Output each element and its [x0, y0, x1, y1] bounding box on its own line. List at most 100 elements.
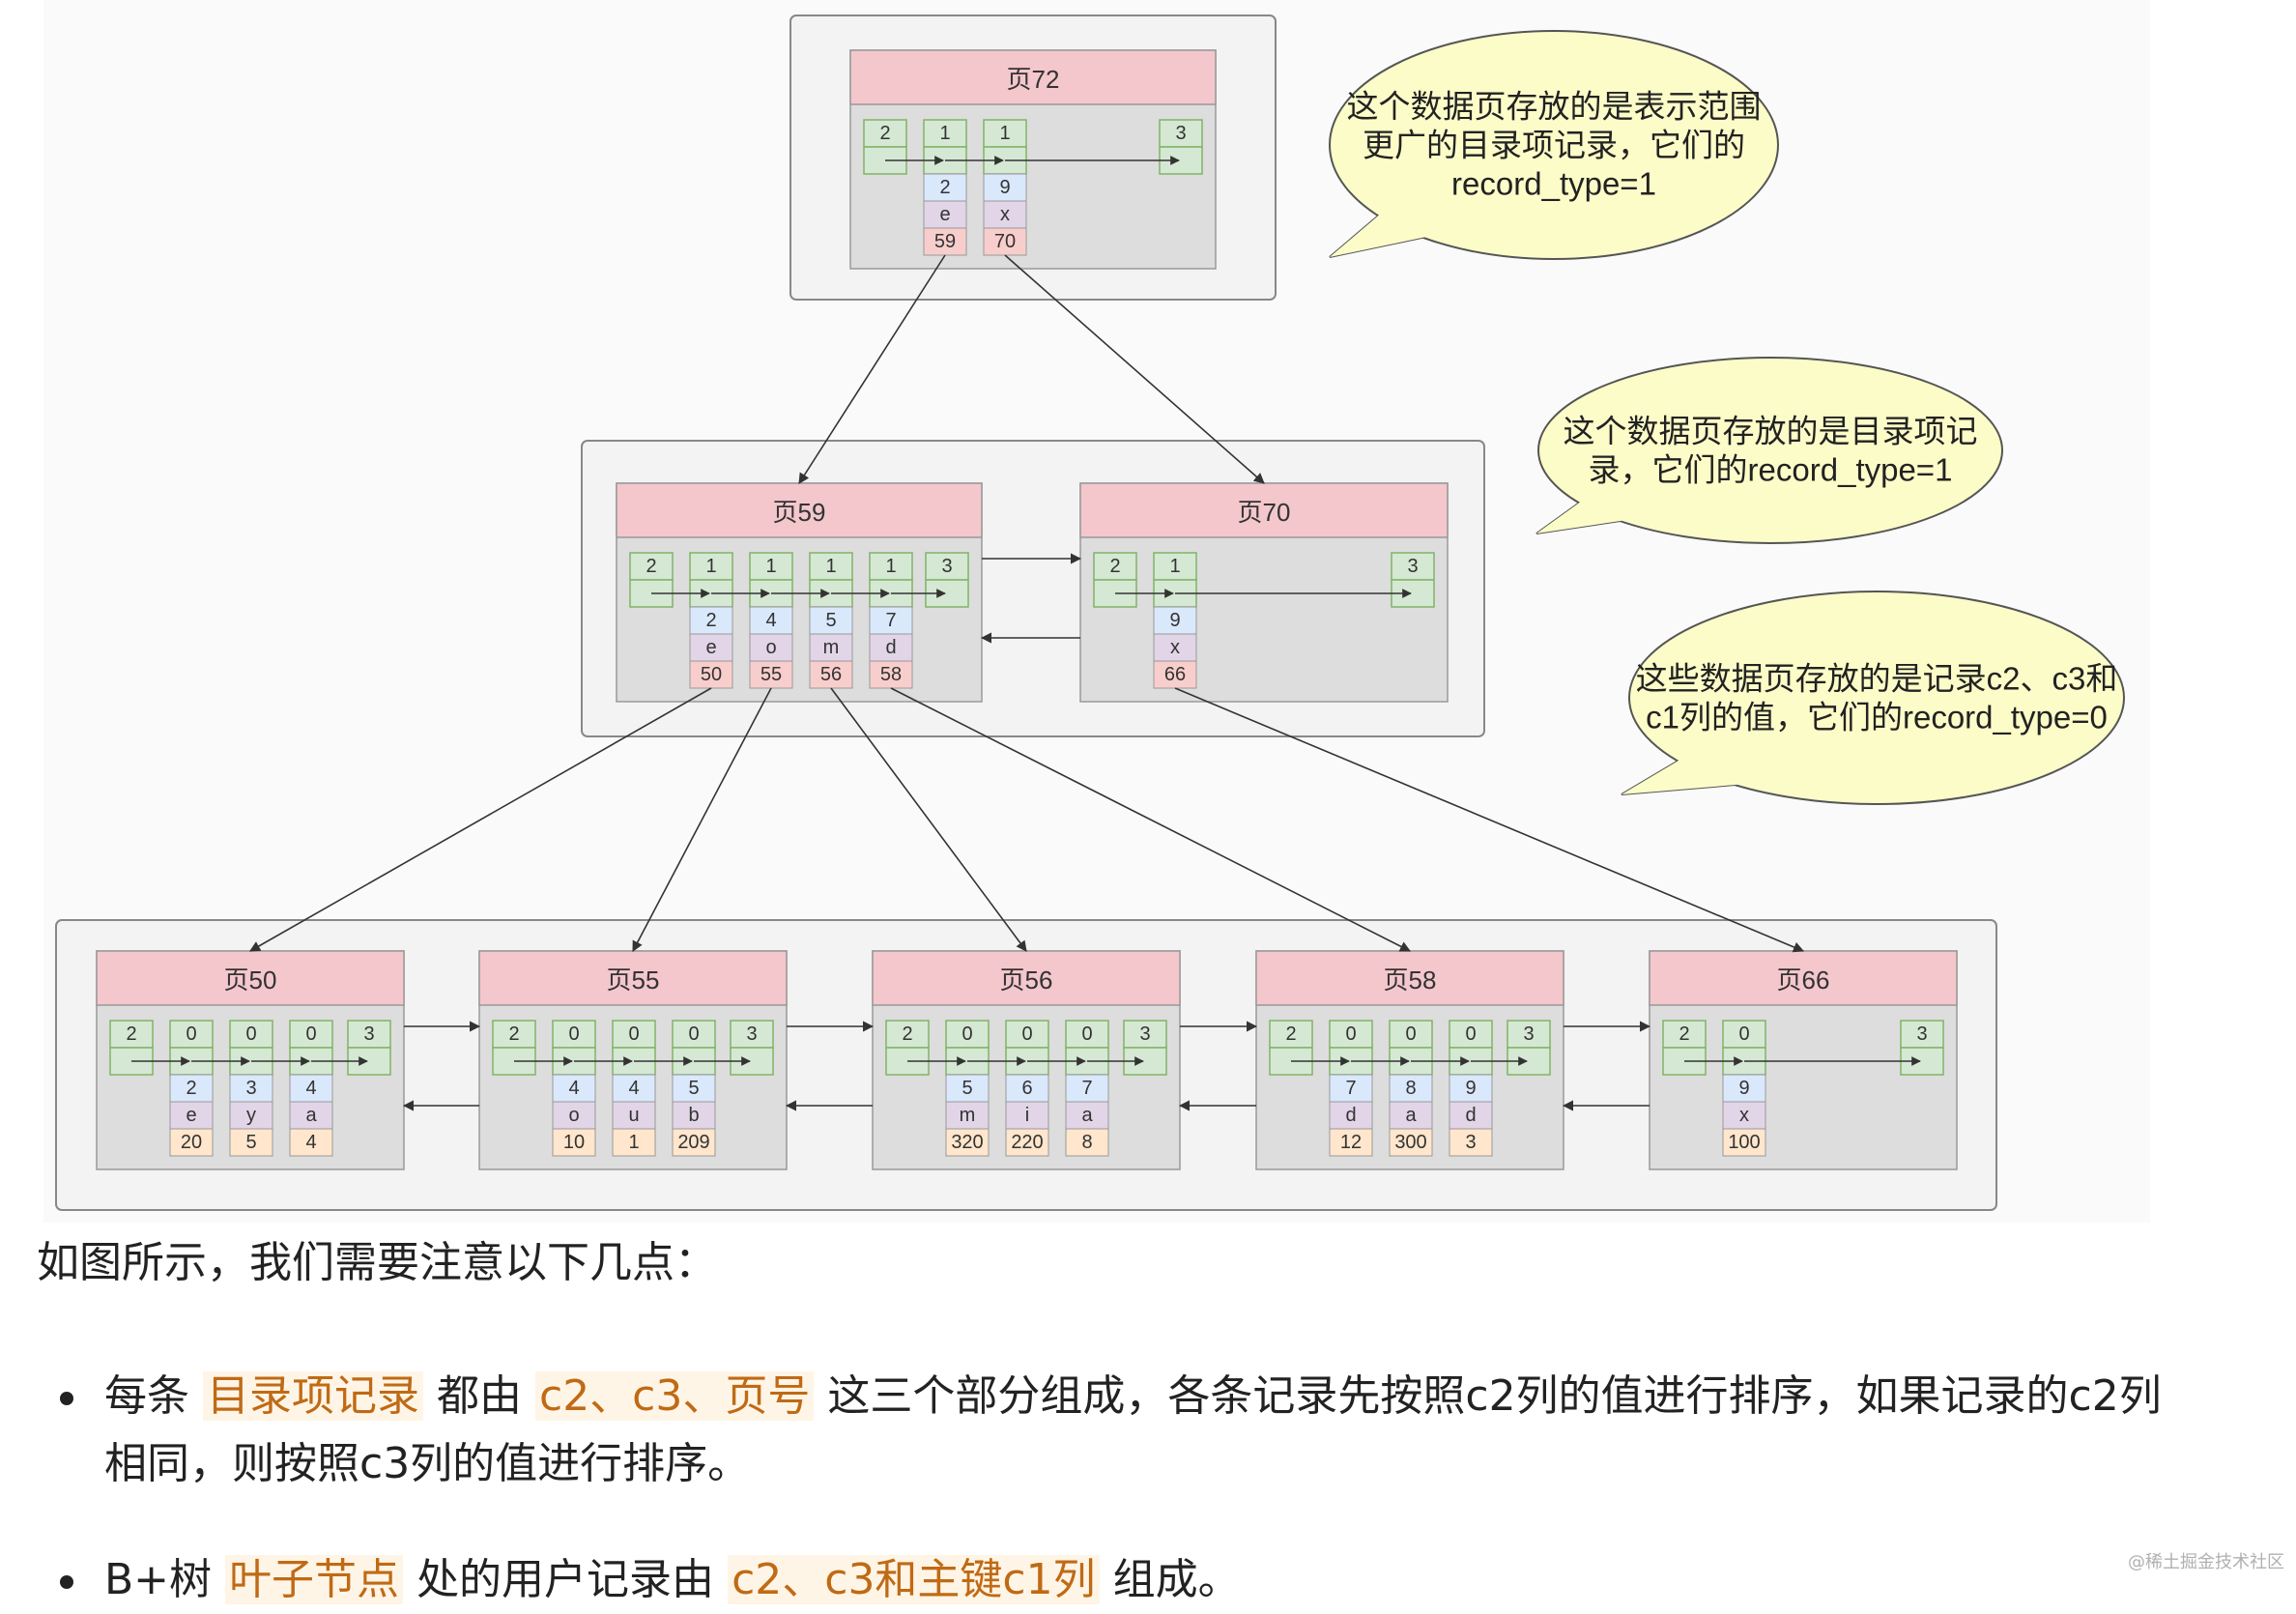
- c1-cell-label: 20: [181, 1132, 202, 1153]
- infimum-record-label: 2: [1109, 556, 1120, 577]
- c2-cell-label: 7: [1081, 1078, 1092, 1099]
- c2-cell-label: 6: [1021, 1078, 1032, 1099]
- page-title: 页56: [1000, 966, 1053, 994]
- c1-cell-label: 100: [1728, 1132, 1760, 1153]
- c1-cell-label: 1: [628, 1132, 639, 1153]
- c1-cell: [945, 1128, 990, 1157]
- infimum-record-label: 2: [126, 1023, 136, 1045]
- page-number-cell-label: 59: [934, 231, 956, 252]
- c1-cell-label: 320: [951, 1132, 983, 1153]
- c3-cell: [1329, 1101, 1373, 1130]
- infimum-record-label: 2: [646, 556, 656, 577]
- callout-text: 更广的目录项记录，它们的: [1363, 128, 1745, 163]
- page-number-cell: [809, 660, 853, 689]
- c3-cell: [1153, 633, 1197, 662]
- callout-text: record_type=1: [1451, 166, 1656, 202]
- supremum-record-label: 3: [1523, 1023, 1534, 1045]
- callout-fill: [1631, 593, 2122, 802]
- c3-cell-label: a: [1081, 1105, 1093, 1126]
- callout-tail-fill: [1536, 499, 1652, 533]
- supremum-record-label: 3: [941, 556, 952, 577]
- callout-text: c1列的值，它们的record_type=0: [1646, 700, 2108, 735]
- record-type-cell-label: 1: [765, 556, 776, 577]
- page-title-bar: [616, 482, 983, 538]
- c1-cell: [229, 1128, 273, 1157]
- bullet-dot: [60, 1575, 73, 1589]
- page-title-bar: [849, 49, 1217, 105]
- supremum-record: [347, 1020, 391, 1049]
- c3-cell-label: m: [960, 1105, 976, 1126]
- record-type-cell: [1065, 1020, 1109, 1049]
- infimum-record-label: 2: [1679, 1023, 1689, 1045]
- c1-cell-label: 4: [305, 1132, 316, 1153]
- c3-cell-label: x: [1000, 204, 1010, 225]
- c1-cell-label: 8: [1081, 1132, 1092, 1153]
- c2-cell-label: 7: [1345, 1078, 1356, 1099]
- c3-cell-label: d: [1465, 1105, 1476, 1126]
- record-type-cell-label: 0: [1465, 1023, 1476, 1045]
- c3-cell-label: o: [568, 1105, 579, 1126]
- record-type-cell: [1329, 1020, 1373, 1049]
- c2-cell-label: 9: [1169, 610, 1180, 631]
- c1-cell: [1449, 1128, 1493, 1157]
- supremum-record: [1391, 552, 1435, 581]
- c1-cell-label: 10: [563, 1132, 585, 1153]
- child-page-arrow: [798, 254, 946, 484]
- highlight-term: 叶子节点: [225, 1555, 404, 1604]
- infimum-record: [885, 1020, 930, 1049]
- c3-cell: [169, 1101, 214, 1130]
- c2-cell-label: 5: [825, 610, 836, 631]
- c3-cell: [945, 1101, 990, 1130]
- c2-cell: [689, 606, 733, 635]
- page-title: 页59: [773, 498, 826, 527]
- c1-cell-label: 300: [1394, 1132, 1426, 1153]
- page-number-cell-label: 56: [820, 664, 842, 685]
- record-type-cell: [229, 1020, 273, 1049]
- c3-cell-label: d: [885, 637, 896, 658]
- supremum-record-label: 3: [363, 1023, 374, 1045]
- callout-fill: [1540, 360, 2000, 541]
- page-number-cell-label: 70: [994, 231, 1016, 252]
- c2-cell-label: 2: [939, 177, 950, 198]
- c3-cell: [1065, 1101, 1109, 1130]
- infimum-record: [492, 1020, 536, 1049]
- child-page-arrow: [830, 687, 1027, 952]
- c2-cell-label: 8: [1405, 1078, 1416, 1099]
- supremum-record: [730, 1020, 774, 1049]
- record-type-cell-label: 0: [1021, 1023, 1032, 1045]
- infimum-record-label: 2: [879, 123, 890, 144]
- c3-cell-label: m: [823, 637, 840, 658]
- c3-cell-label: x: [1739, 1105, 1749, 1126]
- c1-cell: [672, 1128, 716, 1157]
- child-page-arrow: [890, 687, 1411, 952]
- record-type-cell-label: 0: [245, 1023, 256, 1045]
- c2-cell: [749, 606, 793, 635]
- child-page-arrow: [249, 687, 712, 952]
- bullet-text: B+树 叶子节点 处的用户记录由 c2、c3和主键c1列 组成。: [104, 1555, 1241, 1604]
- child-page-arrow: [1174, 687, 1805, 953]
- c3-cell: [1449, 1101, 1493, 1130]
- infimum-record: [1662, 1020, 1707, 1049]
- page-number-cell-label: 55: [761, 664, 782, 685]
- page-title: 页58: [1384, 966, 1437, 994]
- page-title: 页66: [1777, 966, 1830, 994]
- c2-cell: [229, 1074, 273, 1103]
- supremum-record-label: 3: [1916, 1023, 1927, 1045]
- record-type-cell: [749, 552, 793, 581]
- c3-cell: [809, 633, 853, 662]
- page-number-cell-label: 50: [701, 664, 722, 685]
- child-page-arrow: [1004, 254, 1265, 484]
- record-type-cell-label: 1: [825, 556, 836, 577]
- c2-cell-label: 3: [245, 1078, 256, 1099]
- c3-cell-label: u: [628, 1105, 639, 1126]
- c3-cell: [869, 633, 913, 662]
- infimum-record: [629, 552, 674, 581]
- callout-text: 这些数据页存放的是记录c2、c3和: [1636, 661, 2118, 697]
